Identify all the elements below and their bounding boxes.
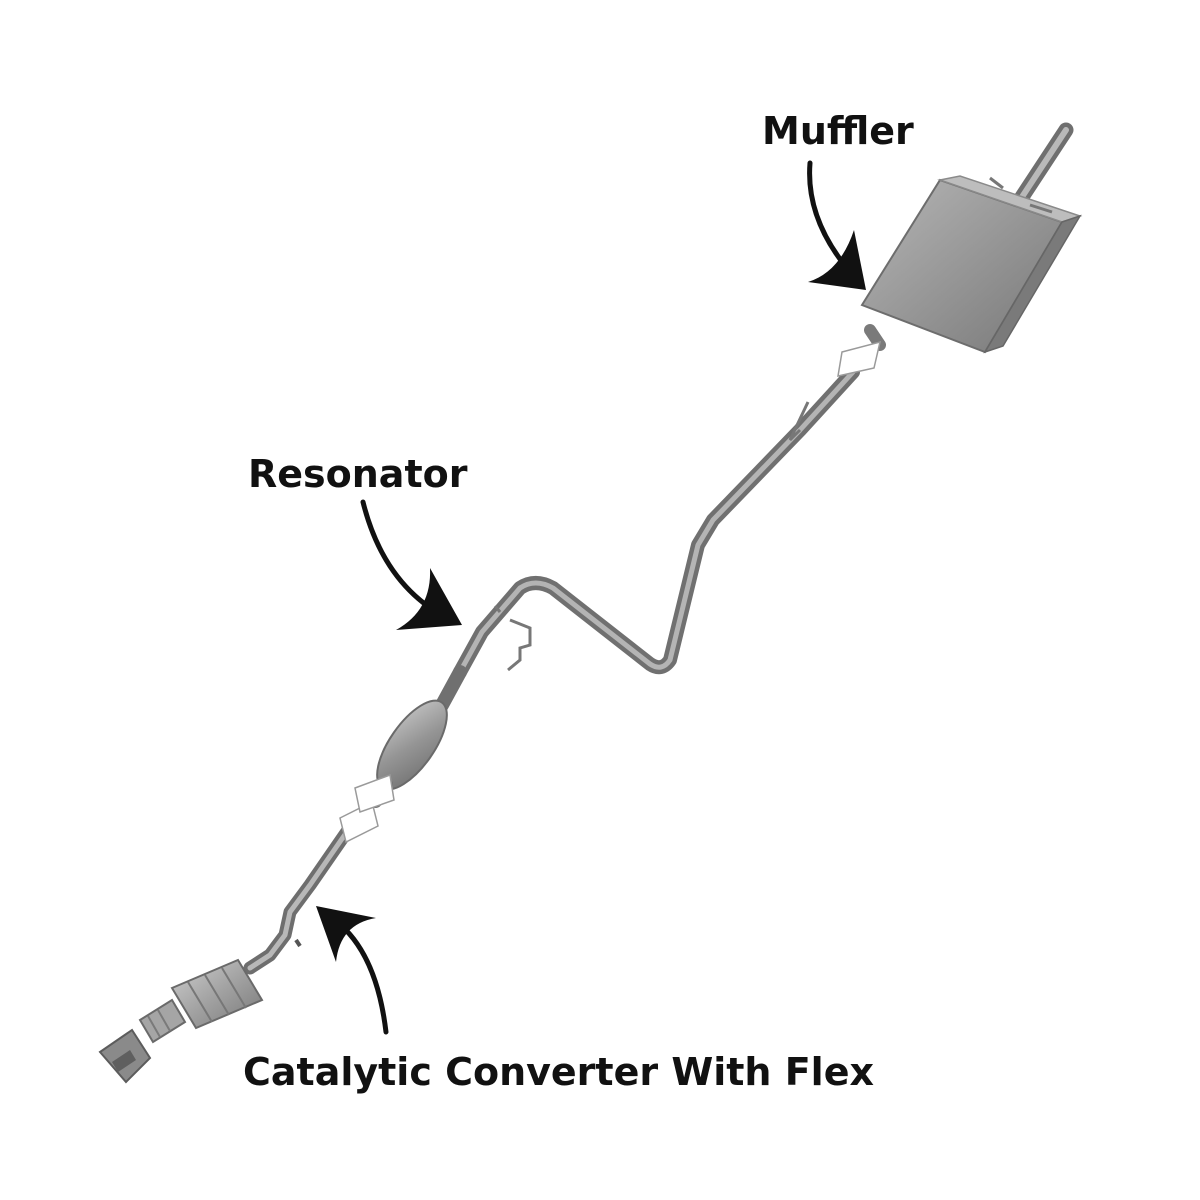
tailpipe bbox=[1012, 122, 1074, 208]
catalytic-converter-label: Catalytic Converter With Flex bbox=[243, 1050, 874, 1094]
front-pipe bbox=[243, 813, 362, 975]
muffler-body bbox=[860, 175, 1083, 354]
muffler-arrow-icon bbox=[807, 160, 866, 290]
resonator-arrow-icon bbox=[360, 499, 462, 630]
gasket bbox=[339, 340, 882, 844]
intermediate-pipe bbox=[453, 365, 860, 679]
catalytic-converter-body bbox=[98, 958, 264, 1084]
muffler-label: Muffler bbox=[762, 109, 914, 153]
resonator-label: Resonator bbox=[248, 452, 468, 496]
catalytic-converter-arrow-icon bbox=[316, 906, 389, 1035]
